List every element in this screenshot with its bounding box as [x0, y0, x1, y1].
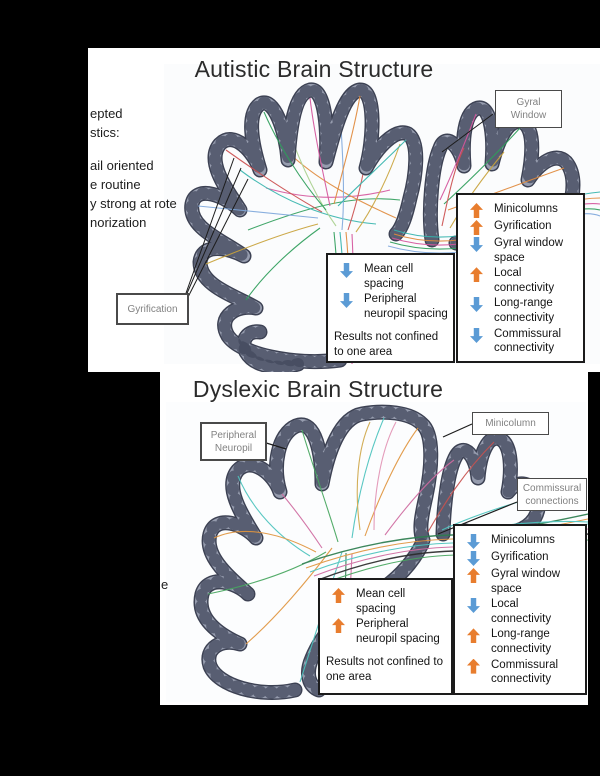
list-item: Local connectivity — [467, 597, 581, 626]
arrow-up-icon — [332, 588, 345, 603]
legend-dyslexic: Minicolumns Gyrification Gyral window sp… — [453, 524, 587, 695]
arrow-up-icon — [467, 658, 480, 674]
arrow-down-icon — [467, 534, 480, 549]
list-item: Peripheral neuropil spacing — [340, 292, 449, 321]
list-item: Mean cell spacing — [332, 587, 447, 616]
gyrification-label: Gyrification — [116, 293, 189, 325]
minicolumn-pointer-line — [442, 423, 473, 438]
minicolumn-label: Minicolumn — [472, 412, 549, 435]
arrow-up-icon — [332, 618, 345, 634]
list-item: Minicolumns — [467, 533, 581, 549]
peripheral-neuropil-label: Peripheral Neuropil — [200, 422, 267, 461]
list-item: Local connectivity — [470, 266, 579, 295]
arrow-down-icon — [467, 598, 480, 613]
arrow-down-icon — [340, 263, 353, 278]
arrow-down-icon — [470, 237, 483, 252]
results-note: Results not confined to one area — [326, 656, 443, 683]
legend-autistic: Minicolumns Gyrification Gyral window sp… — [456, 193, 585, 363]
page-title-autistic: Autistic Brain Structure — [194, 56, 434, 82]
arrow-up-icon — [467, 628, 480, 644]
arrow-up-icon — [467, 568, 480, 583]
commissural-pointer-line — [437, 501, 518, 535]
gyrification-pointer-line — [184, 157, 235, 297]
page-title-dyslexic: Dyslexic Brain Structure — [192, 376, 444, 402]
list-item: Commissural connectivity — [470, 327, 579, 356]
list-item: Long-range connectivity — [467, 627, 581, 656]
gyral-window-label: Gyral Window — [495, 90, 562, 128]
arrow-up-icon — [470, 203, 483, 218]
commissural-connections-label: Commissural connections — [517, 478, 587, 511]
cropped-text-fragment: e — [161, 577, 169, 592]
results-note: Results not confined to one area — [334, 331, 439, 358]
slide-dyslexic: Dyslexic Brain Structure e Peripheral Ne… — [160, 372, 588, 705]
arrow-down-icon — [470, 297, 483, 312]
arrow-up-icon — [470, 267, 483, 283]
list-item: Commissural connectivity — [467, 658, 581, 687]
list-item: Gyrification — [470, 219, 579, 235]
list-item: Peripheral neuropil spacing — [332, 617, 447, 646]
list-item: Gyrification — [467, 550, 581, 566]
pointer-lines — [184, 113, 494, 302]
results-callout-dyslexic: Mean cell spacing Peripheral neuropil sp… — [318, 578, 453, 695]
arrow-down-icon — [470, 328, 483, 343]
list-item: Minicolumns — [470, 202, 579, 218]
gyral-window-pointer-line — [441, 113, 494, 153]
slide-autistic: Autistic Brain Structure epted stics: ai… — [88, 48, 600, 372]
list-item: Gyral window space — [470, 236, 579, 265]
list-item: Mean cell spacing — [340, 262, 449, 291]
arrow-up-icon — [470, 220, 483, 235]
results-callout-autistic: Mean cell spacing Peripheral neuropil sp… — [326, 253, 455, 363]
arrow-down-icon — [340, 293, 353, 308]
cropped-bullet-text: epted stics: ail oriented e routine y st… — [90, 106, 177, 230]
arrow-down-icon — [467, 551, 480, 566]
list-item: Long-range connectivity — [470, 296, 579, 325]
list-item: Gyral window space — [467, 567, 581, 596]
